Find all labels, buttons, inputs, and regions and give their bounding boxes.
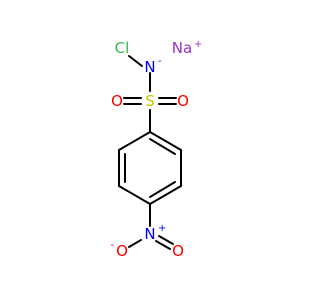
- atom-oxygen-left: O: [111, 92, 123, 110]
- atom-chlorine: Cl: [115, 39, 130, 57]
- bond-nitro-o-left: [128, 239, 142, 248]
- molecule-structure: Cl N - Na + S O O N + O - O: [110, 39, 202, 260]
- ring-inner-2: [149, 181, 176, 198]
- bond-nitro-o-right-b: [155, 240, 171, 250]
- atom-nitrogen-amide: N: [144, 58, 155, 76]
- charge-oxygen-nitro-left: -: [110, 240, 114, 251]
- charge-sodium: +: [194, 39, 202, 50]
- ring-bond-1: [149, 131, 182, 151]
- bond-nitro-o-right-a: [158, 235, 174, 245]
- atom-oxygen-nitro-left: O: [116, 242, 128, 260]
- atom-oxygen-right: O: [177, 92, 189, 110]
- atoms: Cl N - Na + S O O N + O - O: [110, 39, 202, 260]
- atom-sodium: Na: [172, 39, 192, 57]
- ring-bond-6: [118, 131, 151, 151]
- ring-bond-4: [118, 185, 151, 205]
- ring-inner-1: [149, 138, 176, 155]
- bonds: [118, 55, 182, 250]
- charge-nitrogen-amide: -: [158, 56, 162, 67]
- ring-bond-3: [149, 185, 182, 205]
- bond-n-cl: [128, 55, 143, 67]
- atom-sulfur: S: [145, 92, 155, 110]
- atom-nitrogen-nitro: N: [144, 225, 155, 243]
- charge-nitrogen-nitro: +: [158, 223, 166, 234]
- atom-oxygen-nitro-right: O: [172, 242, 184, 260]
